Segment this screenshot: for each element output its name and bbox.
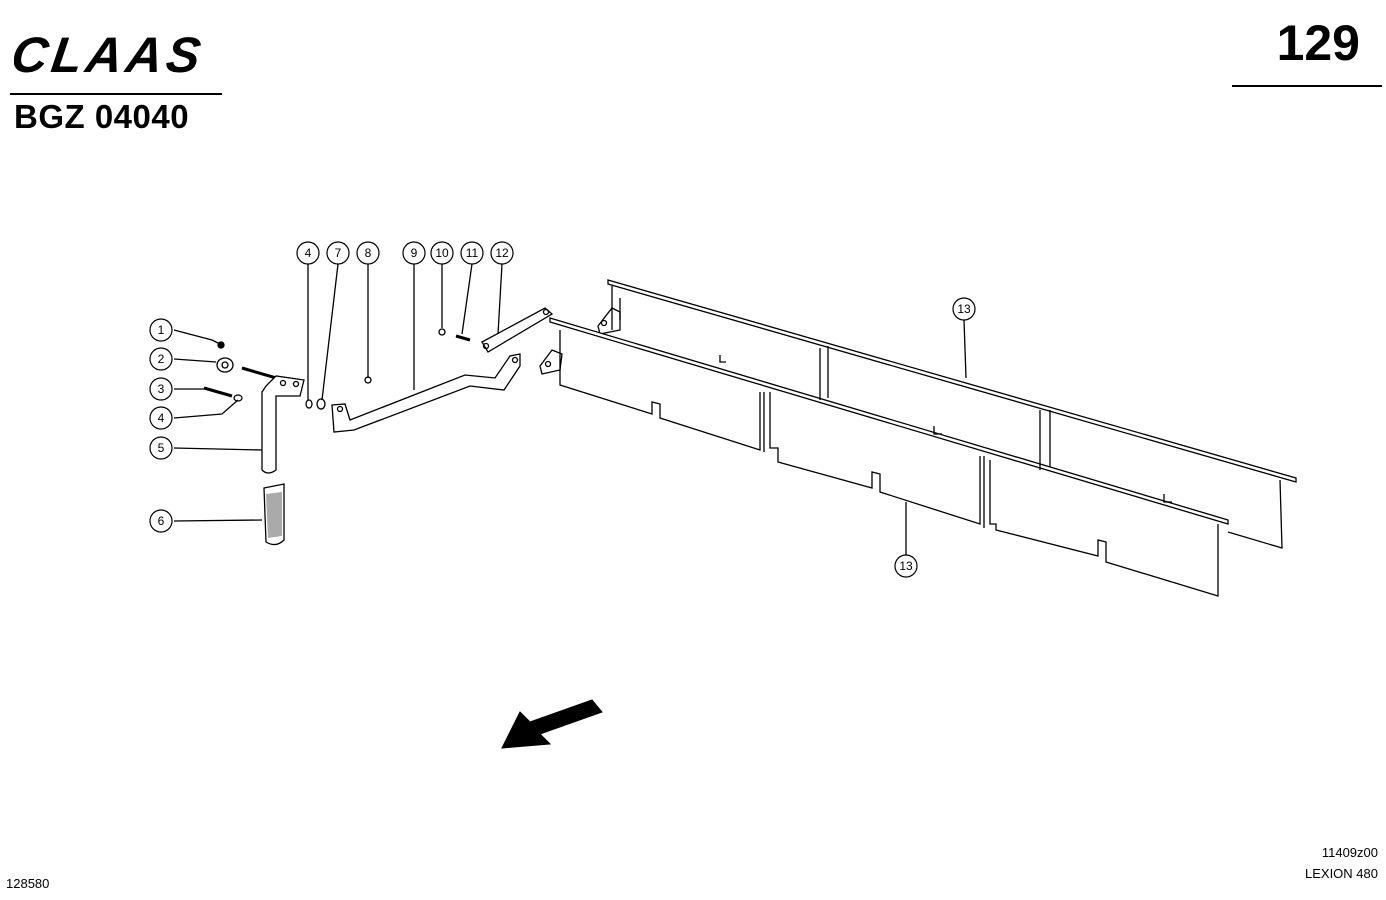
page-number-rule xyxy=(1232,85,1382,87)
callout-11 xyxy=(460,241,484,265)
callout-label: 10 xyxy=(435,246,449,260)
callout-label: 13 xyxy=(899,559,913,573)
part-rod xyxy=(331,353,521,433)
drawing-id: 128580 xyxy=(6,876,50,891)
part-lever xyxy=(261,375,305,474)
callout-4b xyxy=(296,241,320,265)
callout-12 xyxy=(490,241,514,265)
callout-6 xyxy=(149,509,173,533)
callout-label: 9 xyxy=(411,246,418,260)
svg-text:CLAAS: CLAAS xyxy=(14,27,208,82)
callout-label: 13 xyxy=(957,302,971,316)
part-bolt xyxy=(203,386,233,398)
callout-5 xyxy=(149,436,173,460)
callout-label: 2 xyxy=(158,352,165,366)
callout-10 xyxy=(430,241,454,265)
back-panel-rail xyxy=(607,279,1297,483)
callout-label: 12 xyxy=(495,246,509,260)
callout-9 xyxy=(402,241,426,265)
figure-ref: 11409z00 xyxy=(1321,845,1378,860)
callout-label: 3 xyxy=(158,382,165,396)
callout-label: 6 xyxy=(158,514,165,528)
callout-label: 7 xyxy=(335,246,342,260)
callout-label: 4 xyxy=(305,246,312,260)
part-bushing xyxy=(216,357,234,373)
header-rule xyxy=(10,93,222,95)
callout-1 xyxy=(149,318,173,342)
callout-8 xyxy=(356,241,380,265)
front-panel-rail xyxy=(549,317,1229,525)
callout-7 xyxy=(326,241,350,265)
callout-label: 8 xyxy=(365,246,372,260)
model-name: LEXION 480 xyxy=(1305,866,1378,881)
callout-label: 4 xyxy=(158,411,165,425)
arrow-down-left-icon xyxy=(501,699,603,749)
callout-label: 1 xyxy=(158,323,165,337)
group-code: BGZ 04040 xyxy=(14,98,190,135)
callout-2 xyxy=(149,347,173,371)
page-number: 129 xyxy=(1276,15,1360,71)
callout-3 xyxy=(149,377,173,401)
callout-13a xyxy=(952,297,976,321)
part-link xyxy=(481,307,554,353)
claas-logo: CLAAS xyxy=(14,27,208,82)
callout-label: 5 xyxy=(158,441,165,455)
callout-13b xyxy=(894,554,918,578)
part-washer xyxy=(233,394,243,402)
callout-label: 11 xyxy=(466,246,479,260)
callout-4 xyxy=(149,406,173,430)
